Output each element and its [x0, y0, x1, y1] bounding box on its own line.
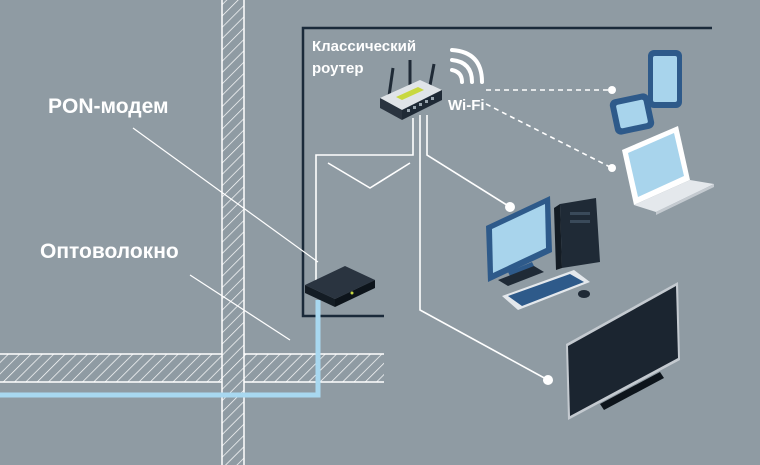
wired-connections: [315, 115, 549, 381]
fiber-label: Оптоволокно: [40, 240, 179, 263]
fiber-pointer: [189, 274, 291, 341]
pon-modem-label: PON-модем: [48, 95, 169, 118]
building-wall: [221, 0, 245, 465]
router-label-line2: роутер: [312, 60, 364, 77]
wifi-connections: [485, 89, 613, 169]
ground: [0, 353, 384, 383]
desktop-connection-dot: [505, 202, 515, 212]
room-outline: [301, 26, 712, 318]
tablet-connection-dot: [608, 86, 616, 94]
wifi-signal-icon: [450, 48, 484, 84]
wifi-label: Wi-Fi: [448, 97, 485, 114]
desktop-pc-icon: [486, 196, 600, 310]
phone-icon: [609, 93, 655, 135]
fiber-cable: [0, 300, 321, 398]
tv-connection-dot: [543, 375, 553, 385]
laptop-connection-dot: [608, 164, 616, 172]
pon-modem-icon: [305, 266, 375, 307]
router-icon: [380, 60, 442, 120]
router-label-line1: Классический: [312, 38, 416, 55]
tablet-icon: [648, 50, 682, 108]
laptop-icon: [622, 126, 714, 215]
tv-icon: [566, 282, 680, 420]
pon-modem-pointer: [132, 127, 319, 263]
